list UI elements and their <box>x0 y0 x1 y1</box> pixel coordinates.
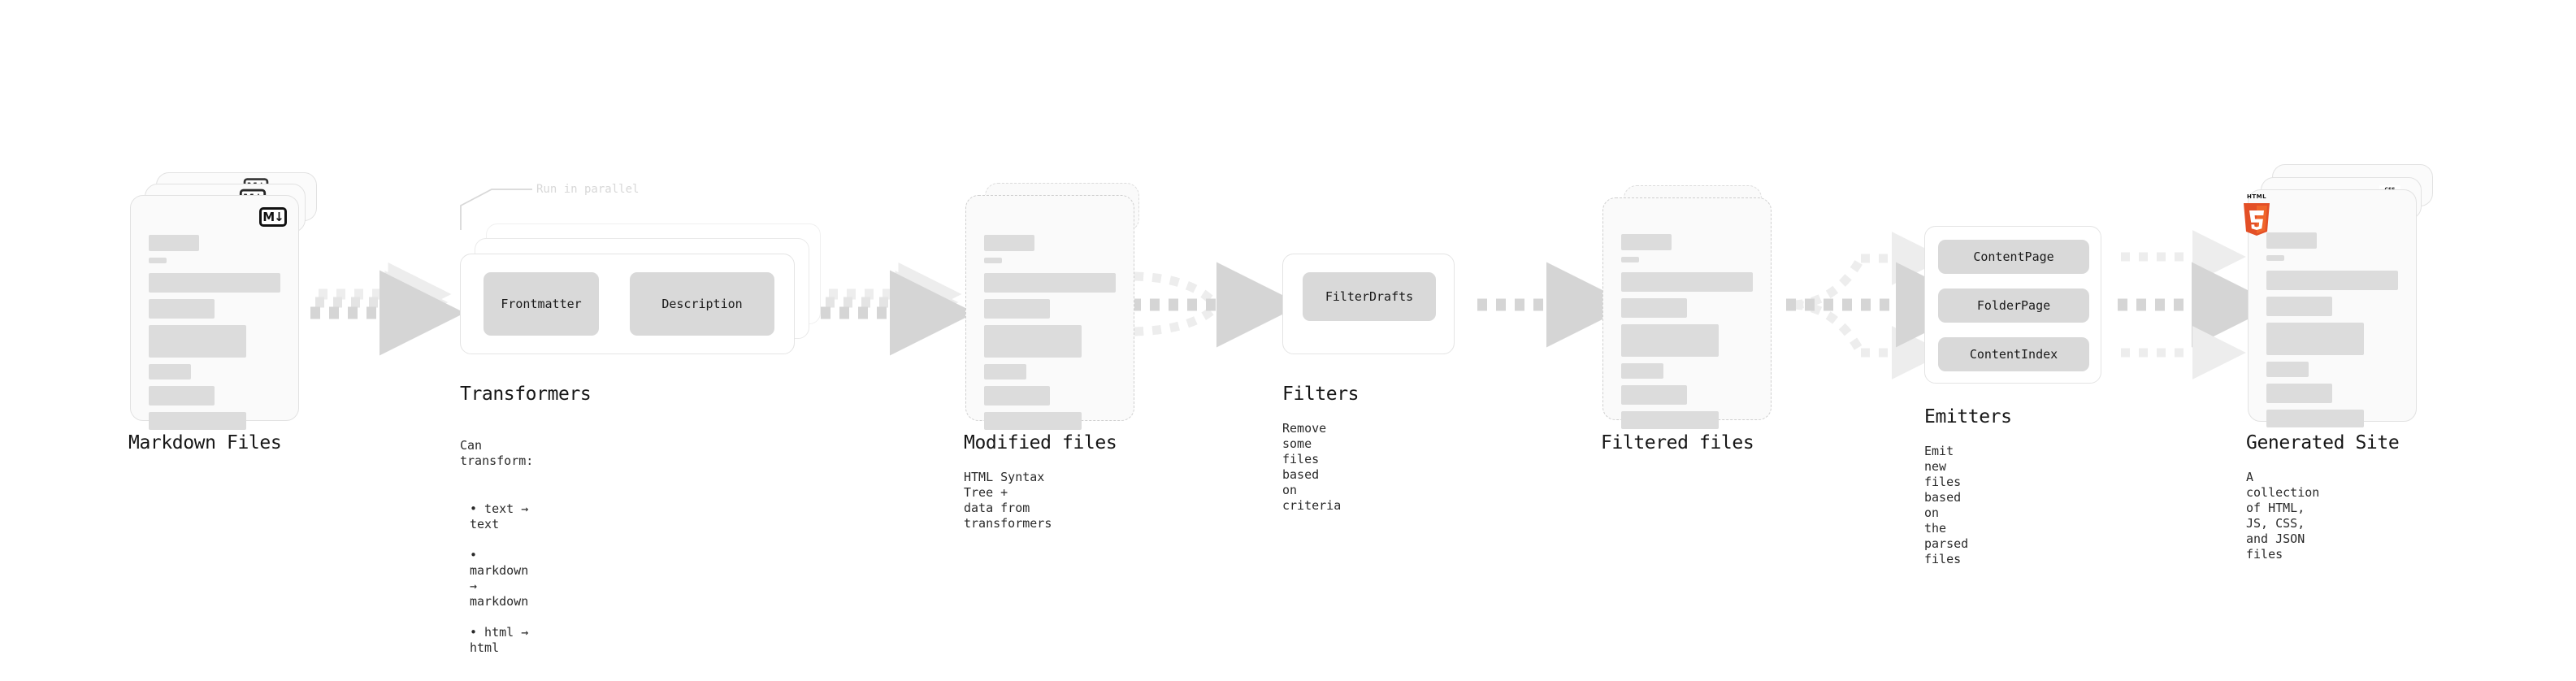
transformers-bullet-0: • text → text <box>470 501 529 531</box>
site-skeleton-bars <box>2266 232 2398 427</box>
stage-title-filtered-files: Filtered files <box>1601 432 1754 453</box>
arrow-filtered-to-emitters <box>1786 232 1981 380</box>
arrow-markdown-to-transformers <box>310 262 465 356</box>
chip-contentpage[interactable]: ContentPage <box>1938 240 2089 274</box>
modified-skeleton-bars <box>984 235 1116 430</box>
emitters-group[interactable]: ContentPage FolderPage ContentIndex <box>1924 226 2101 384</box>
stage-desc-filters: Remove some files based on criteria <box>1282 421 1342 513</box>
stage-title-markdown-files: Markdown Files <box>128 432 282 453</box>
transformer-group-front[interactable]: Frontmatter Description <box>460 254 795 354</box>
filtered-skeleton-bars <box>1621 234 1753 429</box>
filtered-card-front[interactable] <box>1602 197 1772 429</box>
arrow-emitters-to-site <box>2118 230 2277 380</box>
markdown-card-front[interactable]: M↓ <box>130 195 299 430</box>
stage-title-modified-files: Modified files <box>964 432 1117 453</box>
transformers-bullet-2: • html → html <box>470 625 529 655</box>
arrow-modified-to-filters <box>1131 262 1302 348</box>
transformers-bullets: • text → text • markdown → markdown • ht… <box>460 486 533 671</box>
html5-icon: HTML <box>2240 193 2273 236</box>
run-in-parallel-label: Run in parallel <box>536 183 640 196</box>
stage-title-emitters: Emitters <box>1924 406 2012 427</box>
chip-filterdrafts[interactable]: FilterDrafts <box>1303 272 1436 321</box>
arrow-transformers-to-modified <box>821 262 975 356</box>
chip-folderpage[interactable]: FolderPage <box>1938 288 2089 323</box>
html5-badge-label: HTML <box>2246 193 2267 200</box>
transformers-desc-line: Can transform: <box>460 438 534 468</box>
markdown-skeleton-bars <box>149 235 280 430</box>
chip-frontmatter[interactable]: Frontmatter <box>484 272 599 336</box>
transformers-bullet-1: • markdown → markdown <box>470 548 529 609</box>
stage-desc-emitters: Emit new files based on the parsed files <box>1924 444 1969 566</box>
stage-title-transformers: Transformers <box>460 384 592 405</box>
stage-title-filters: Filters <box>1282 384 1360 405</box>
stage-desc-generated-site: A collection of HTML, JS, CSS, and JSON … <box>2246 470 2320 562</box>
modified-card-front[interactable] <box>965 195 1134 430</box>
chip-contentindex[interactable]: ContentIndex <box>1938 337 2089 371</box>
stage-desc-transformers: Can transform: • text → text • markdown … <box>460 423 533 681</box>
site-card-front[interactable]: HTML <box>2244 189 2417 427</box>
filters-group[interactable]: FilterDrafts <box>1282 254 1455 354</box>
chip-description[interactable]: Description <box>630 272 774 336</box>
stage-title-generated-site: Generated Site <box>2246 432 2400 453</box>
markdown-badge: M↓ <box>259 207 287 227</box>
stage-desc-modified-files: HTML Syntax Tree + data from transformer… <box>964 470 1052 531</box>
